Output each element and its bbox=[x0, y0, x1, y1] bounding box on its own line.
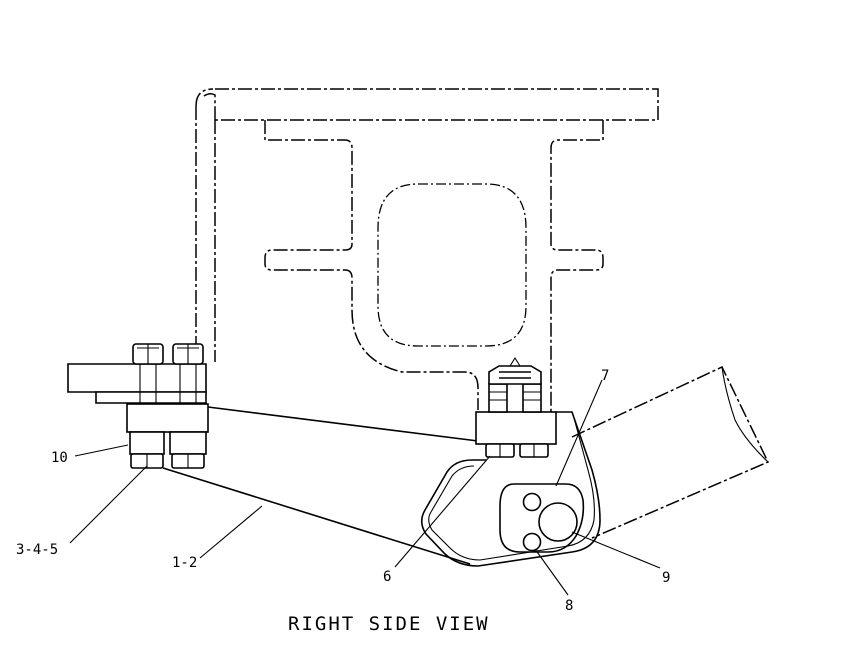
left-clamp-assembly bbox=[67, 343, 209, 469]
callout-6: 6 bbox=[383, 569, 391, 585]
callout-9: 9 bbox=[662, 570, 670, 586]
callout-3-4-5: 3-4-5 bbox=[16, 542, 58, 558]
strut bbox=[162, 406, 479, 565]
callout-7: 7 bbox=[601, 368, 609, 384]
callout-10: 10 bbox=[51, 450, 68, 466]
callout-8: 8 bbox=[565, 598, 573, 614]
callout-1-2: 1-2 bbox=[172, 555, 197, 571]
upper-bracket bbox=[195, 88, 659, 412]
view-caption: RIGHT SIDE VIEW bbox=[288, 613, 490, 635]
right-clamp-assembly bbox=[475, 356, 557, 458]
slotted-plate bbox=[420, 411, 601, 567]
lower-arm bbox=[571, 366, 770, 539]
leader-lines bbox=[69, 379, 661, 596]
